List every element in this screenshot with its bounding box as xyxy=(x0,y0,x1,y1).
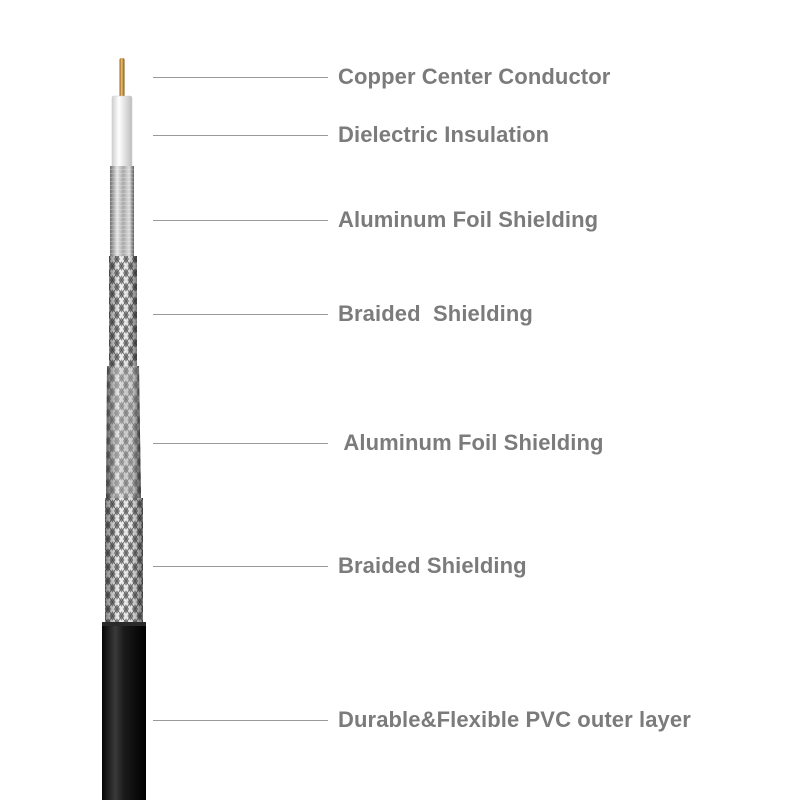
label-dielectric-insulation: Dielectric Insulation xyxy=(338,122,550,147)
leader-line xyxy=(153,77,328,78)
callout-braided-shielding-1: Braided Shielding xyxy=(0,299,800,329)
label-braided-shielding-2: Braided Shielding xyxy=(338,553,527,578)
foil-texture-1 xyxy=(110,166,134,258)
callout-pvc-outer-layer: Durable&Flexible PVC outer layer xyxy=(0,705,800,735)
leader-line xyxy=(153,135,328,136)
braid-shading-2 xyxy=(105,498,143,624)
braid-shading-1 xyxy=(109,256,137,366)
label-braided-shielding-1: Braided Shielding xyxy=(338,301,533,326)
leader-line xyxy=(153,443,328,444)
label-pvc-outer-layer: Durable&Flexible PVC outer layer xyxy=(338,707,691,732)
callout-copper-center-conductor: Copper Center Conductor xyxy=(0,62,800,92)
leader-line xyxy=(153,314,328,315)
label-copper-center-conductor: Copper Center Conductor xyxy=(338,64,611,89)
label-aluminum-foil-shielding-1: Aluminum Foil Shielding xyxy=(338,207,599,232)
jacket-rim xyxy=(102,622,146,626)
callout-aluminum-foil-shielding-2: Aluminum Foil Shielding xyxy=(0,428,800,458)
copper-conductor xyxy=(119,58,125,100)
callout-braided-shielding-2: Braided Shielding xyxy=(0,551,800,581)
pvc-outer-jacket xyxy=(102,624,146,800)
leader-line xyxy=(153,720,328,721)
label-aluminum-foil-shielding-2: Aluminum Foil Shielding xyxy=(338,430,604,455)
callout-dielectric-insulation: Dielectric Insulation xyxy=(0,120,800,150)
foil-shading-2 xyxy=(106,366,141,500)
callout-aluminum-foil-shielding-1: Aluminum Foil Shielding xyxy=(0,205,800,235)
leader-line xyxy=(153,566,328,567)
leader-line xyxy=(153,220,328,221)
